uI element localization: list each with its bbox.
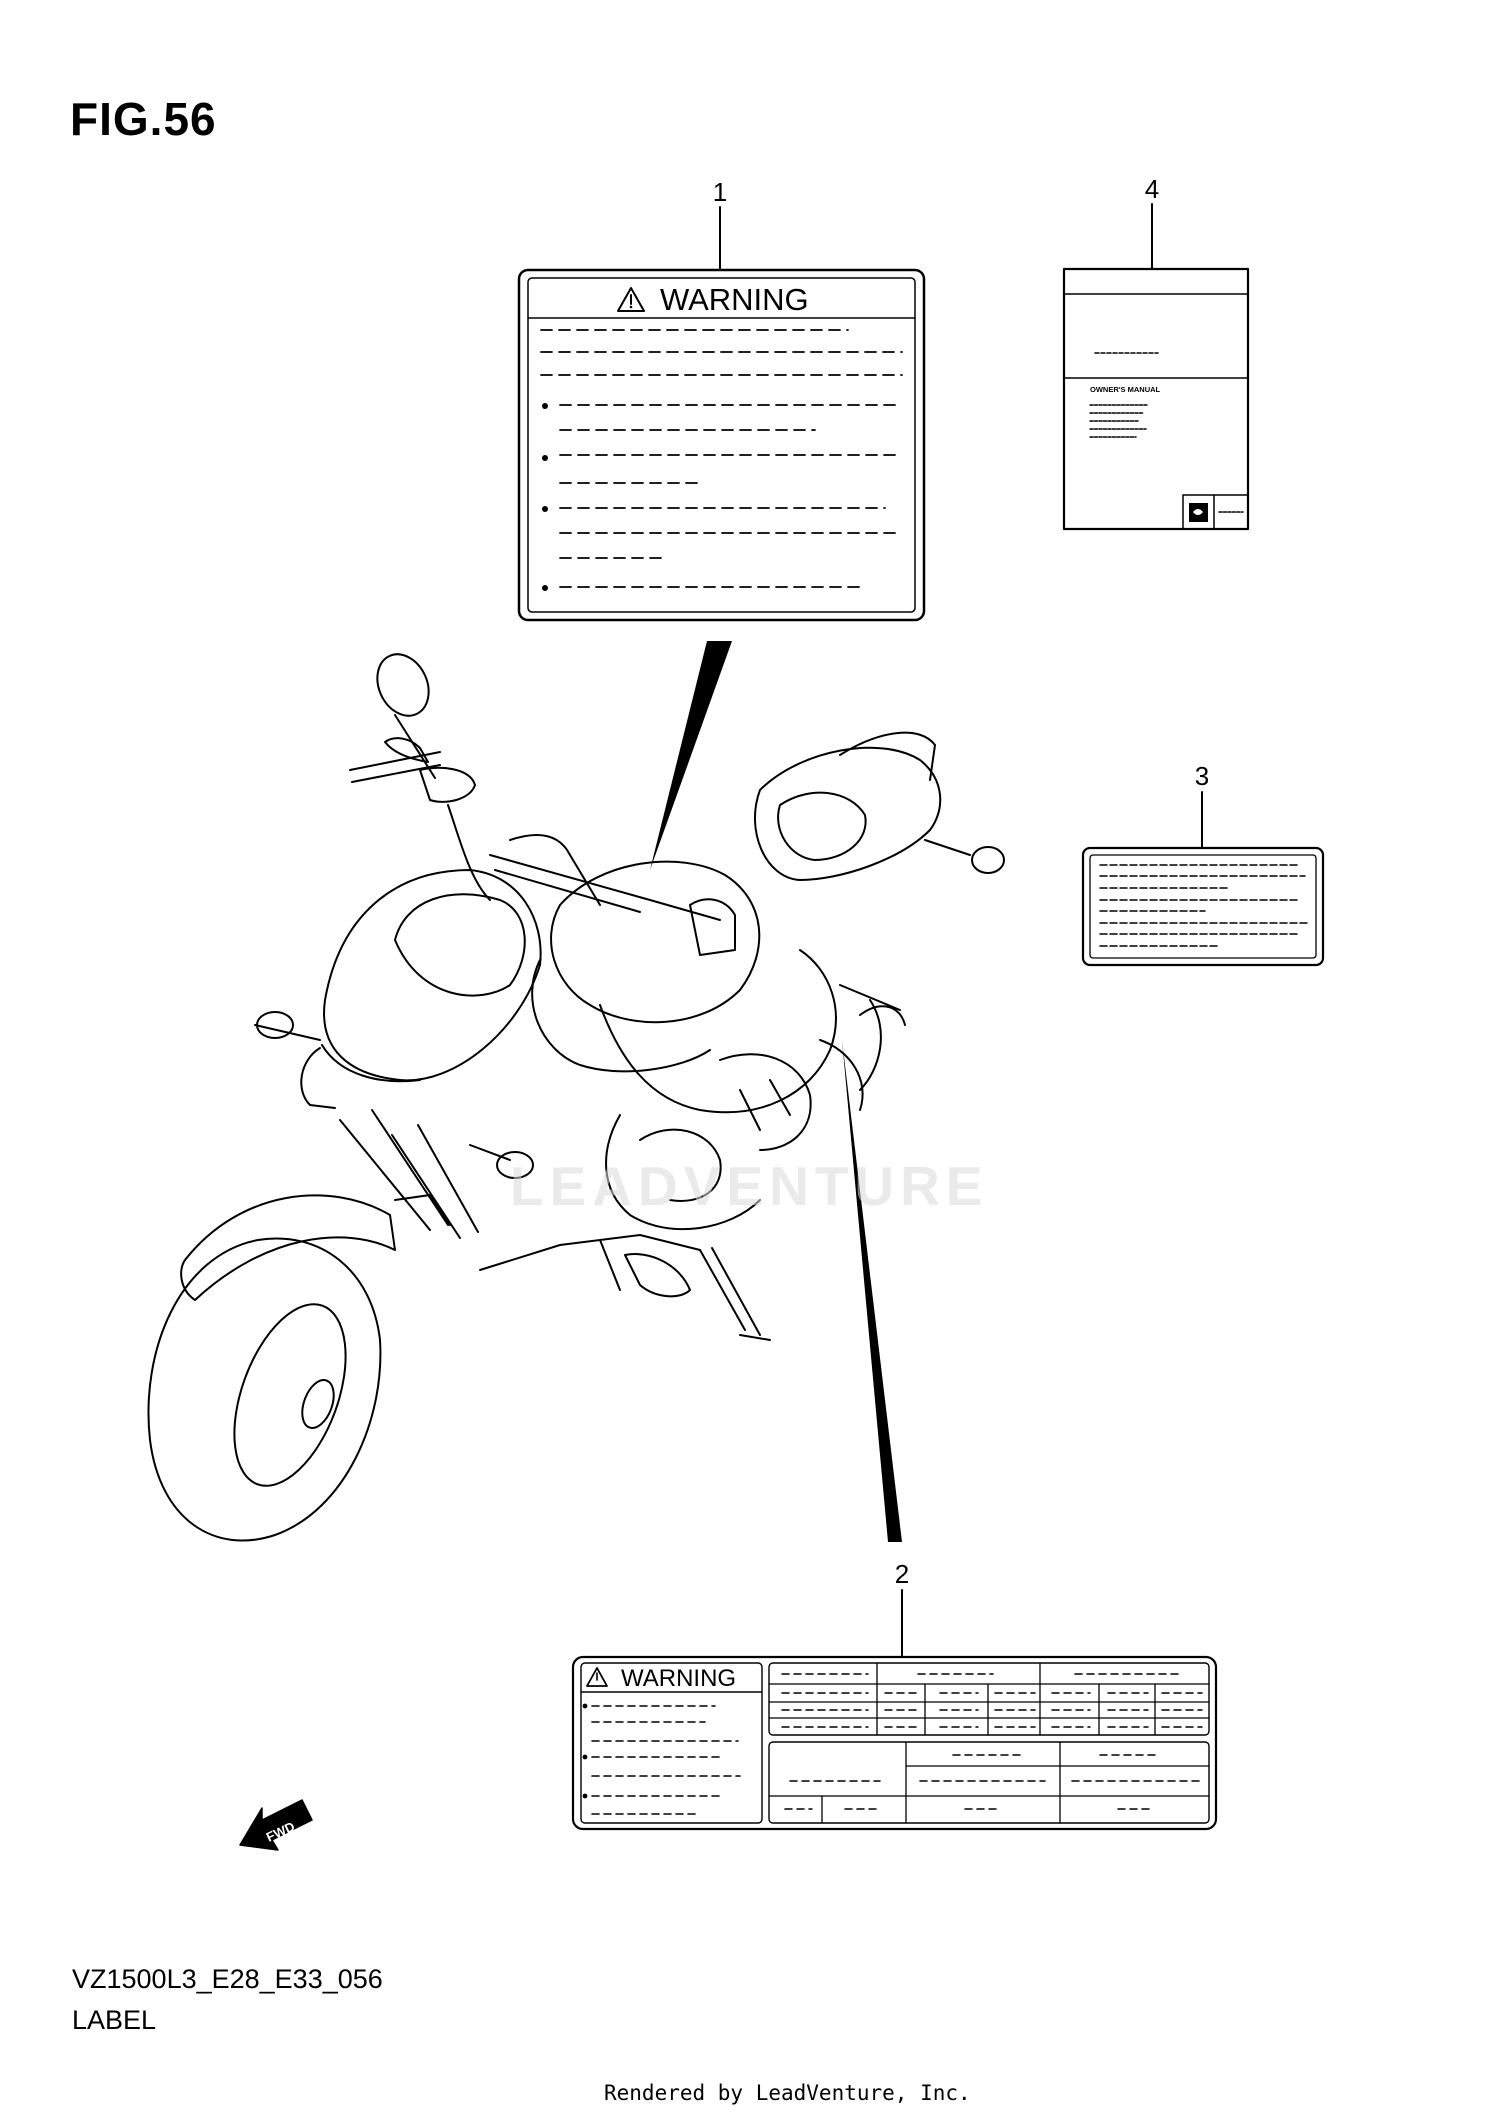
pointer-label-1 bbox=[650, 641, 732, 870]
owners-manual[interactable]: OWNER'S MANUAL bbox=[1062, 267, 1250, 531]
warning-triangle-icon bbox=[617, 287, 645, 312]
pointer-label-2 bbox=[842, 1040, 902, 1542]
warning-triangle-icon bbox=[586, 1667, 608, 1687]
callout-1: 1 bbox=[713, 177, 727, 207]
warning-label-large[interactable]: WARNING bbox=[517, 268, 926, 622]
diagram-code: VZ1500L3_E28_E33_056 bbox=[72, 1964, 383, 1994]
figure-title: FIG.56 bbox=[70, 93, 217, 145]
info-label[interactable] bbox=[1081, 846, 1325, 967]
warning-heading-large: WARNING bbox=[660, 282, 809, 317]
callout-3: 3 bbox=[1195, 761, 1209, 791]
leader-lines bbox=[719, 203, 1203, 1658]
callout-4: 4 bbox=[1145, 174, 1159, 204]
diagram-name: LABEL bbox=[72, 2005, 157, 2035]
render-credit: Rendered by LeadVenture, Inc. bbox=[604, 2081, 971, 2105]
callout-2: 2 bbox=[895, 1559, 909, 1589]
fwd-arrow-icon: FWD bbox=[239, 1799, 313, 1851]
warning-heading-small: WARNING bbox=[621, 1665, 736, 1692]
warning-label-table[interactable]: WARNING bbox=[571, 1655, 1218, 1831]
motorcycle-illustration bbox=[147, 653, 1005, 1542]
manual-title: OWNER'S MANUAL bbox=[1090, 385, 1161, 394]
watermark-text: LEADVENTURE bbox=[510, 1155, 989, 1217]
